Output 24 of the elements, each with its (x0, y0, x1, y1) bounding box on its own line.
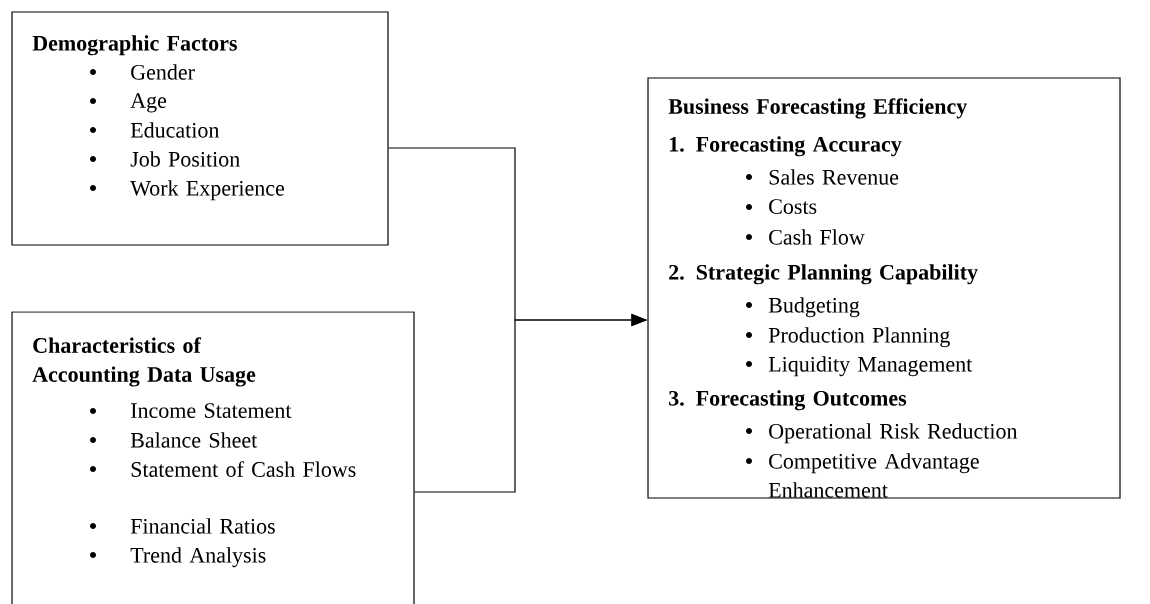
heading: Characteristics of Accounting Data Usage (32, 337, 256, 387)
list-item: Production Planning (768, 327, 950, 348)
list-item: Work Experience (130, 180, 285, 201)
heading: 2. Strategic Planning Capability (669, 264, 978, 285)
list-item: Education (130, 122, 220, 138)
list-item: Gender (131, 64, 195, 80)
list-item: Liquidity Management (768, 356, 973, 377)
list-item: Age (130, 93, 167, 113)
list-item: Job Position (130, 151, 240, 167)
list-item: Competitive Advantage Enhancement (768, 453, 979, 498)
list-item: Operational Risk Reduction (769, 423, 1018, 444)
list-item: Costs (769, 199, 817, 214)
list-item: Income Statement (131, 403, 292, 418)
heading: 1. Forecasting Accuracy (669, 136, 902, 157)
list-item: Cash Flow (769, 229, 865, 245)
list-item: Balance Sheet (130, 432, 258, 448)
list-item: Statement of Cash Flows (131, 461, 356, 477)
heading: Business Forecasting Efficiency (668, 98, 967, 119)
list-item: Budgeting (768, 297, 860, 318)
heading: 3. Forecasting Outcomes (669, 390, 907, 411)
list-item: Trend Analysis (130, 547, 266, 568)
list-item: Sales Revenue (769, 169, 899, 185)
heading: Demographic Factors (32, 35, 237, 56)
list-item: Financial Ratios (130, 518, 275, 534)
